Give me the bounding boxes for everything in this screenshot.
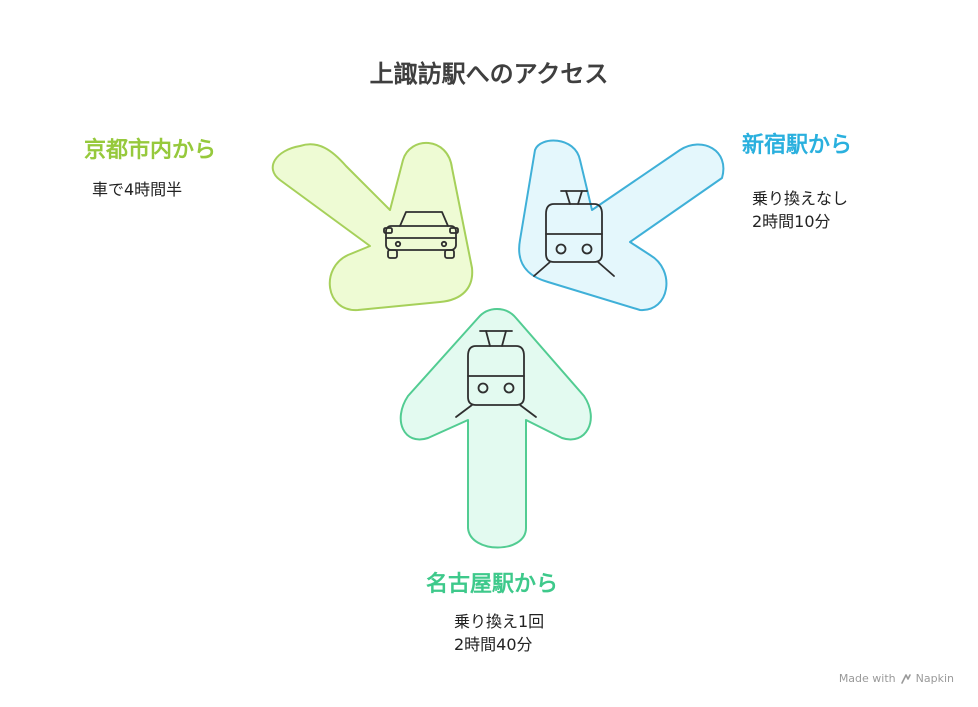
car-icon: [383, 211, 459, 259]
arrow-shinjuku: [518, 139, 725, 312]
shinjuku-line-1: 乗り換えなし: [752, 189, 849, 208]
watermark-text: Made with: [838, 672, 896, 685]
page-title: 上諏訪駅へのアクセス: [369, 60, 609, 88]
train-icon: [533, 190, 615, 277]
kyoto-line-1: 車で4時間半: [92, 180, 183, 199]
napkin-watermark[interactable]: Made with Napkin: [839, 672, 954, 685]
nagoya-description: 乗り換え1回 2時間40分: [454, 610, 544, 656]
train-icon: [455, 330, 537, 418]
nagoya-line-2: 2時間40分: [454, 635, 533, 654]
kyoto-description: 車で4時間半: [92, 178, 182, 201]
arrow-nagoya: [399, 308, 592, 549]
napkin-logo-icon: [900, 673, 911, 684]
kyoto-label: 京都市内から: [84, 138, 217, 163]
nagoya-line-1: 乗り換え1回: [454, 612, 545, 631]
arrow-kyoto: [271, 142, 474, 312]
shinjuku-label: 新宿駅から: [742, 133, 853, 158]
watermark-brand: Napkin: [915, 672, 954, 685]
shinjuku-line-2: 2時間10分: [752, 212, 831, 231]
nagoya-label: 名古屋駅から: [426, 572, 559, 597]
shinjuku-description: 乗り換えなし 2時間10分: [752, 187, 848, 233]
